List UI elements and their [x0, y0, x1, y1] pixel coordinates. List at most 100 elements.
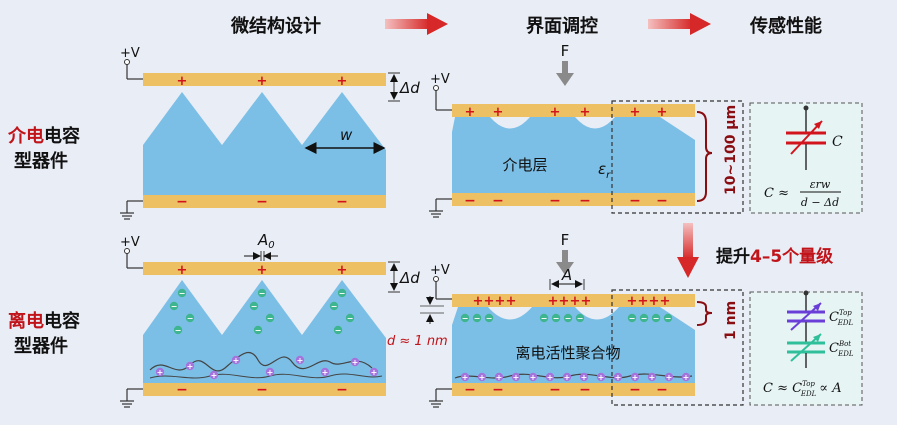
electrode-charges: ++++++++++++ [473, 294, 671, 309]
anion-sign: − [339, 289, 346, 298]
cation-sign: + [352, 358, 359, 367]
cation-sign: + [211, 371, 218, 380]
svg-text:−: − [629, 382, 641, 398]
thickness-brace-bottom [696, 301, 713, 326]
row-label-dielectric: 介电电容 型器件 [7, 125, 80, 172]
header-performance: 传感性能 [749, 15, 822, 37]
anion [173, 325, 183, 335]
anion-interface [651, 313, 661, 323]
pyramid-ionic-polymer [143, 280, 386, 383]
anion-interface [663, 313, 673, 323]
svg-text:型器件: 型器件 [14, 335, 68, 357]
anion-interface-sign: − [577, 314, 584, 323]
cation-interface-sign: + [479, 373, 486, 382]
cation-sign: + [297, 356, 304, 365]
cation-interface-sign: + [615, 373, 622, 382]
force-arrow [556, 73, 574, 86]
bottom-electrode-compressed [452, 193, 695, 206]
top-electrode-compressed [452, 104, 695, 117]
svg-text:+: + [550, 105, 561, 120]
cation [320, 367, 330, 377]
svg-text:+: + [465, 105, 476, 120]
top-electrode-ionic-compressed [452, 294, 695, 307]
anion-sign: − [259, 289, 266, 298]
cation-sign: + [187, 362, 194, 371]
anion-interface [460, 313, 470, 323]
svg-text:εrw: εrw [810, 178, 831, 191]
cation-interface [579, 372, 589, 382]
anion [253, 325, 263, 335]
header-arrow-2 [648, 19, 692, 29]
anion [265, 313, 275, 323]
anion [333, 325, 343, 335]
cation-interface [528, 372, 538, 382]
svg-text:−: − [549, 382, 561, 398]
cation-interface [613, 372, 623, 382]
svg-text:−: − [656, 382, 668, 398]
anion-interface [539, 313, 549, 323]
svg-text:−: − [256, 194, 268, 210]
cation-interface-sign: + [564, 373, 571, 382]
svg-text:+: + [337, 74, 348, 89]
electrode-plus: + [581, 294, 592, 309]
electrode-plus: + [627, 294, 638, 309]
d-approx-label: d ≈ 1 nm [387, 334, 448, 349]
cation-interface [545, 372, 555, 382]
svg-text:+: + [257, 74, 268, 89]
svg-text:+: + [493, 105, 504, 120]
svg-text:+: + [657, 105, 668, 120]
dielectric-interface-panel: F +V + + + + + + − − − − − − 介电层 εr [429, 42, 695, 218]
header-arrow-1-head [427, 13, 448, 35]
svg-text:−: − [579, 193, 591, 209]
svg-text:−: − [629, 193, 641, 209]
svg-text:型器件: 型器件 [14, 150, 68, 172]
force-label: F [561, 42, 570, 60]
anion-interface-sign: − [565, 314, 572, 323]
svg-text:+: + [337, 263, 348, 278]
svg-text:+V: +V [430, 263, 450, 278]
cation [185, 361, 195, 371]
electrode-plus: + [660, 294, 671, 309]
cation-interface-sign: + [581, 373, 588, 382]
cation-interface-sign: + [598, 373, 605, 382]
thickness-brace-top [696, 111, 713, 202]
svg-text:Δd: Δd [399, 269, 420, 287]
anion [337, 288, 347, 298]
cation-interface [562, 372, 572, 382]
anion [169, 301, 179, 311]
svg-text:−: − [176, 194, 188, 210]
cation [155, 367, 165, 377]
electrode-plus: + [506, 294, 517, 309]
anion-interface-sign: − [462, 314, 469, 323]
anion-interface [472, 313, 482, 323]
svg-text:−: − [464, 382, 476, 398]
pyramid-dielectric [143, 92, 386, 195]
ions-left: −−−−−−−−−−−−+++++++++ [155, 288, 379, 380]
anion [329, 301, 339, 311]
anion-sign: − [251, 302, 258, 311]
cation-interface-sign: + [547, 373, 554, 382]
compressed-dielectric [452, 117, 695, 193]
anion-sign: − [179, 289, 186, 298]
svg-text:+: + [177, 74, 188, 89]
cation [209, 370, 219, 380]
anion [257, 288, 267, 298]
header-arrow-1 [385, 19, 429, 29]
force-arrow-ionic [556, 262, 574, 275]
anion-interface-sign: − [641, 314, 648, 323]
svg-text:+V: +V [430, 72, 450, 87]
cation-interface [596, 372, 606, 382]
anion [249, 301, 259, 311]
svg-text:+V: +V [120, 235, 140, 250]
cation-interface [477, 372, 487, 382]
electrode-plus: + [649, 294, 660, 309]
header-arrow-2-head [690, 13, 711, 35]
anion [185, 313, 195, 323]
anion-interface-sign: − [653, 314, 660, 323]
cation [231, 355, 241, 365]
cation-interface-sign: + [632, 373, 639, 382]
anion [177, 288, 187, 298]
